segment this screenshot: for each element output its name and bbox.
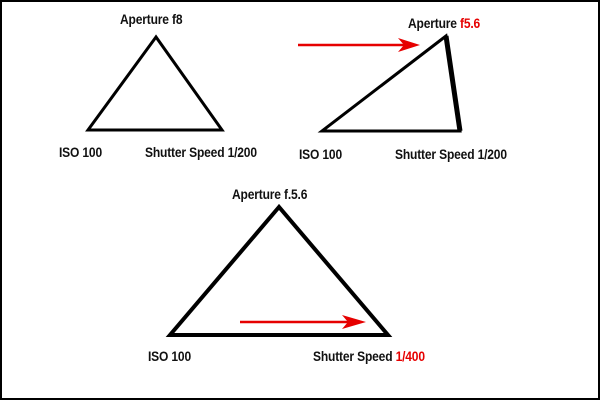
shutter-label-3: Shutter Speed 1/400 — [313, 348, 425, 364]
shutter-label-1: Shutter Speed 1/200 — [145, 144, 257, 160]
triangle-f5-6-thick-edge — [443, 35, 463, 132]
iso-label-2: ISO 100 — [299, 146, 342, 162]
aperture-label-3: Aperture f.5.6 — [232, 186, 308, 202]
aperture-label-2: Aperture f5.6 — [408, 15, 481, 31]
red-arrow-shutter-head — [342, 315, 366, 329]
aperture-value-highlight: f5.6 — [459, 15, 481, 31]
triangle-f5-6 — [317, 33, 462, 133]
iso-label-3: ISO 100 — [148, 348, 191, 364]
triangle-1-400 — [165, 203, 393, 337]
shutter-value-highlight: 1/400 — [395, 348, 425, 364]
iso-label-1: ISO 100 — [59, 144, 102, 160]
shutter-label-2: Shutter Speed 1/200 — [395, 146, 507, 162]
red-arrow-aperture-head — [398, 38, 420, 52]
aperture-label-1: Aperture f8 — [120, 11, 183, 27]
triangle-f8 — [85, 34, 225, 132]
